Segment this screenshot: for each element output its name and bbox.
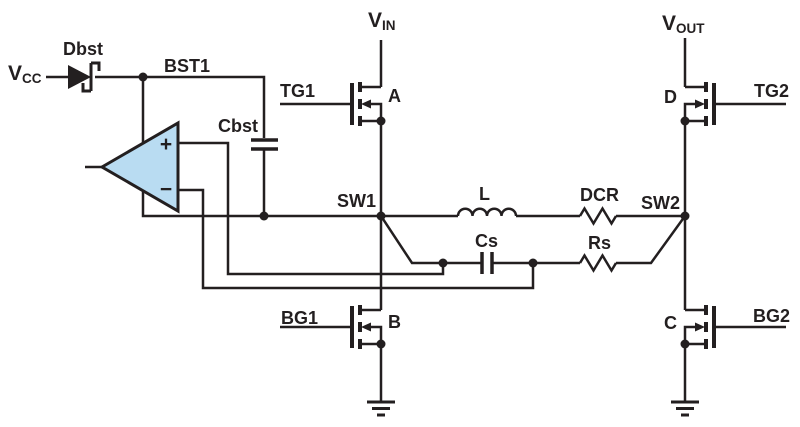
- ink-fill-layer: + − VCC VIN VOUT Dbst BST1 Cbst TG1 A S: [8, 9, 790, 417]
- labels: VCC VIN VOUT Dbst BST1 Cbst TG1 A SW1 L …: [8, 9, 790, 333]
- ground-symbol-left: [367, 400, 395, 417]
- wire-bst1-down-and-sw1-rail: [141, 77, 381, 218]
- label-dbst: Dbst: [63, 39, 103, 59]
- ink-stroke-layer: + − VCC VIN VOUT Dbst BST1 Cbst TG1 A S: [8, 9, 790, 417]
- junction-dot-sw1: [376, 211, 386, 221]
- junction-dots: [138, 72, 690, 268]
- junction-dot-cbst: [259, 211, 269, 221]
- junction-dot-sw2: [680, 211, 690, 221]
- schottky-hook-bottom: [81, 83, 91, 93]
- cbst-capacitor: [251, 138, 278, 151]
- label-cs: Cs: [475, 231, 498, 251]
- schottky-hook-top: [91, 61, 101, 71]
- wire-opamp-minus-net: [178, 188, 535, 290]
- cs-capacitor: [480, 252, 494, 274]
- diode-anode-triangle: [68, 65, 91, 89]
- junction-dot-cs-right: [528, 258, 538, 268]
- ground-symbol-right: [671, 400, 699, 417]
- label-tg2: TG2: [754, 81, 789, 101]
- junction-dot-bst1: [138, 72, 148, 82]
- label-node-d: D: [664, 87, 677, 107]
- opamp-body: [99, 120, 180, 214]
- label-cbst: Cbst: [218, 116, 258, 136]
- label-bst1: BST1: [164, 56, 210, 76]
- opamp-plus-input-label: +: [160, 133, 172, 156]
- label-bg1: BG1: [281, 308, 318, 328]
- label-dcr: DCR: [580, 185, 619, 205]
- rs-resistor: [578, 253, 618, 273]
- dbst-schottky-diode: [68, 61, 101, 93]
- wire-rs-to-sw2: [616, 215, 687, 265]
- label-tg1: TG1: [280, 81, 315, 101]
- wire-opamp-plus-net: [178, 141, 445, 276]
- label-node-c: C: [664, 313, 677, 333]
- label-bg2: BG2: [753, 306, 790, 326]
- label-node-b: B: [388, 312, 401, 332]
- vcc-label: VCC: [8, 62, 42, 86]
- wire-bst1-to-cbst-top: [143, 75, 266, 138]
- wire-sw1-to-cs: [379, 215, 482, 265]
- label-node-a: A: [388, 86, 401, 106]
- label-sw2: SW2: [641, 193, 680, 213]
- opamp: + −: [99, 120, 180, 214]
- label-inductor: L: [479, 184, 490, 204]
- l-inductor: [456, 207, 518, 217]
- vout-label: VOUT: [662, 12, 705, 36]
- wires: [46, 38, 687, 402]
- label-rs: Rs: [588, 233, 611, 253]
- junction-dot-cs-left: [438, 258, 448, 268]
- opamp-minus-input-label: −: [160, 178, 172, 201]
- label-sw1: SW1: [337, 191, 376, 211]
- dcr-resistor: [578, 206, 618, 226]
- vin-label: VIN: [368, 9, 396, 33]
